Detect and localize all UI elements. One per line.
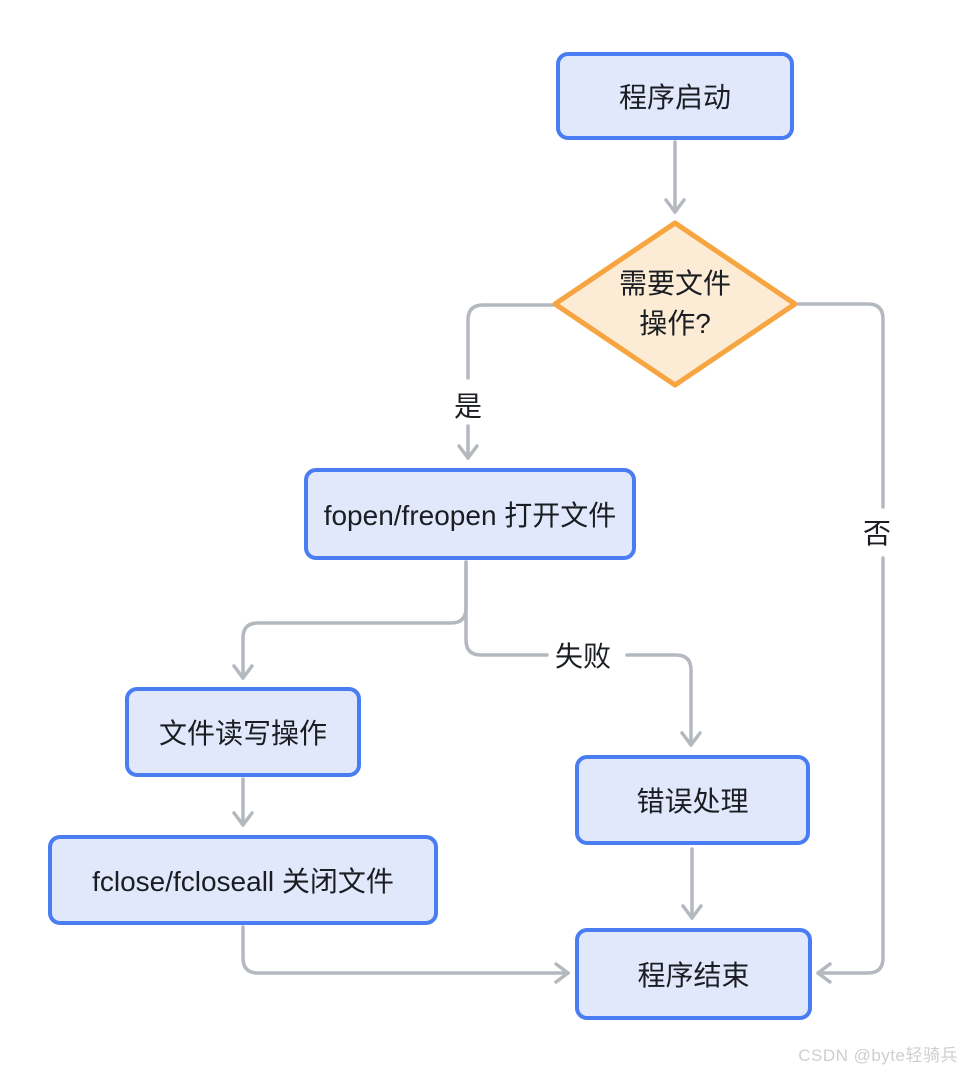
edge-close-to-end	[241, 925, 570, 984]
node-start: 程序启动	[556, 52, 794, 140]
edge-label-yes: 是	[453, 391, 482, 422]
edge-decision-no-lower	[816, 556, 885, 984]
node-start-label: 程序启动	[618, 82, 731, 113]
edge-open-to-readwrite	[232, 560, 468, 680]
edge-label-no: 否	[862, 518, 891, 549]
edge-decision-no-upper	[793, 302, 885, 509]
node-end-label: 程序结束	[637, 960, 750, 991]
node-decision-label: 需要文件 操作?	[600, 261, 750, 347]
decision-label-line1: 需要文件	[618, 267, 731, 299]
node-open-file: fopen/freopen 打开文件	[304, 468, 636, 560]
node-read-write-label: 文件读写操作	[158, 718, 327, 749]
node-error-handling: 错误处理	[575, 755, 810, 845]
node-close-file-label: fclose/fcloseall 关闭文件	[92, 866, 394, 897]
node-end: 程序结束	[575, 928, 812, 1020]
edge-open-fail-upper	[464, 560, 549, 657]
edge-label-fail: 失败	[554, 641, 611, 672]
edge-open-fail-lower	[625, 653, 702, 747]
node-error-handling-label: 错误处理	[636, 786, 749, 817]
watermark: CSDN @byte轻骑兵	[798, 1046, 958, 1065]
node-close-file: fclose/fcloseall 关闭文件	[48, 835, 438, 925]
decision-diamond-shape	[552, 220, 798, 388]
node-open-file-label: fopen/freopen 打开文件	[323, 500, 617, 531]
edge-decision-yes-upper	[466, 303, 557, 380]
node-read-write: 文件读写操作	[125, 687, 361, 777]
decision-label-line2: 操作?	[639, 308, 711, 339]
